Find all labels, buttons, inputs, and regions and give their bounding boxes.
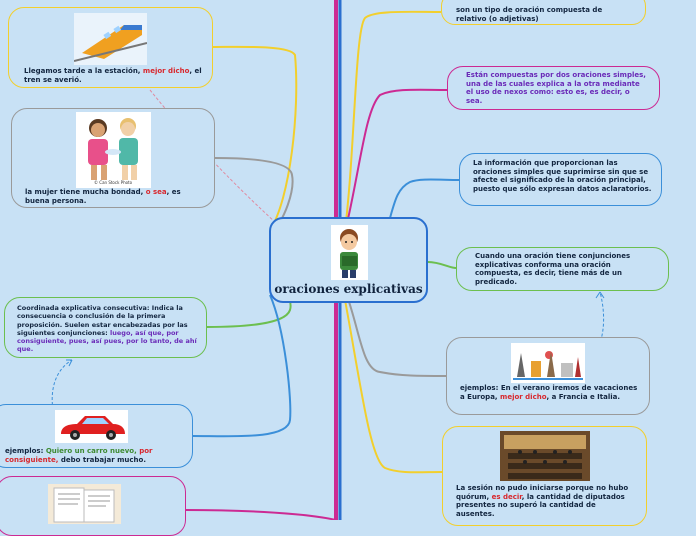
car-green: Quiero un carro nuevo, — [45, 447, 137, 455]
connector-sesion — [344, 299, 443, 474]
car-highlight: por consiguiente, — [5, 447, 153, 464]
consecutiva-text: Coordinada explicativa consecutiva: Indi… — [17, 304, 188, 337]
parliament-chamber-icon — [500, 431, 590, 481]
travel-landmarks-icon — [511, 343, 585, 383]
node-coordinada-consecutiva[interactable]: Coordinada explicativa consecutiva: Indi… — [4, 297, 207, 358]
boy-reading-book-icon — [331, 225, 368, 280]
sesion-text-a: La sesión no pudo iniciarse porque no hu… — [456, 484, 629, 501]
node-relativo[interactable]: son un tipo de oración compuesta de rela… — [441, 0, 646, 25]
cuando-text: Cuando una oración tiene conjunciones ex… — [475, 252, 631, 286]
train-text-a: Llegamos tarde a la estación, — [24, 67, 143, 75]
connector-cuando — [427, 261, 457, 269]
travel-highlight: mejor dicho — [497, 392, 547, 401]
sesion-text-b: , la cantidad de diputados presentes no … — [456, 492, 625, 518]
connector-ejemplos-right — [344, 289, 447, 377]
relation-arrowhead-left — [66, 359, 73, 367]
node-travel-example[interactable]: ejemplos: En el verano iremos de vacacio… — [446, 337, 650, 415]
women-caption: © Can Stock Photo — [94, 180, 133, 185]
node-car-example[interactable]: ejemplos: Quiero un carro nuevo, por con… — [0, 404, 193, 468]
women-text-b: , es buena persona. — [25, 188, 181, 205]
relation-arrow-right — [559, 291, 605, 383]
informacion-text: La información que proporcionan las orac… — [473, 159, 652, 193]
node-informacion[interactable]: La información que proporcionan las orac… — [459, 153, 662, 206]
connector-relativo — [344, 10, 442, 231]
women-sharing-icon — [76, 112, 151, 188]
connector-informacion — [389, 178, 460, 219]
relation-arrow-left — [51, 359, 73, 411]
node-women-example[interactable]: © Can Stock Photo la mujer tiene mucha b… — [11, 108, 215, 208]
node-sesion-example[interactable]: La sesión no pudo iniciarse porque no hu… — [442, 426, 647, 526]
relativo-text: son un tipo de oración compuesta de rela… — [456, 6, 603, 23]
sesion-highlight: es decir — [491, 492, 522, 501]
train-highlight: mejor dicho — [142, 67, 190, 75]
connector-car — [192, 294, 292, 438]
connector-papers — [185, 509, 337, 520]
car-text-b: debo trabajar mucho. — [58, 455, 146, 464]
train-text-b: , el tren se averió. — [24, 67, 202, 84]
car-text-a: ejemplos: — [5, 447, 46, 455]
connector-train — [212, 45, 298, 231]
node-train-example[interactable]: Llegamos tarde a la estación, mejor dich… — [8, 7, 213, 88]
red-car-icon — [55, 410, 128, 443]
compuestas-text: Están compuestas por dos oraciones simpl… — [466, 71, 646, 105]
women-text-a: la mujer tiene mucha bondad, — [25, 188, 146, 196]
central-title: oraciones explicativas — [274, 282, 423, 296]
connector-compuestas — [344, 88, 448, 233]
travel-text-a: ejemplos: — [460, 384, 501, 392]
women-highlight: o sea — [145, 188, 167, 196]
travel-text-b: , a Francia e Italia. — [546, 392, 621, 401]
train-icon — [73, 13, 148, 65]
document-papers-icon — [48, 484, 121, 524]
node-papers-example[interactable] — [0, 476, 186, 536]
travel-green: En el verano iremos de vacaciones a Euro… — [460, 384, 638, 401]
central-topic[interactable]: oraciones explicativas — [269, 217, 428, 303]
node-compuestas[interactable]: Están compuestas por dos oraciones simpl… — [447, 66, 660, 110]
node-cuando[interactable]: Cuando una oración tiene conjunciones ex… — [456, 247, 669, 291]
relation-arrowhead-right — [595, 291, 605, 299]
consecutiva-conjunctions: luego, así que, por consiguiente, pues, … — [17, 328, 197, 354]
